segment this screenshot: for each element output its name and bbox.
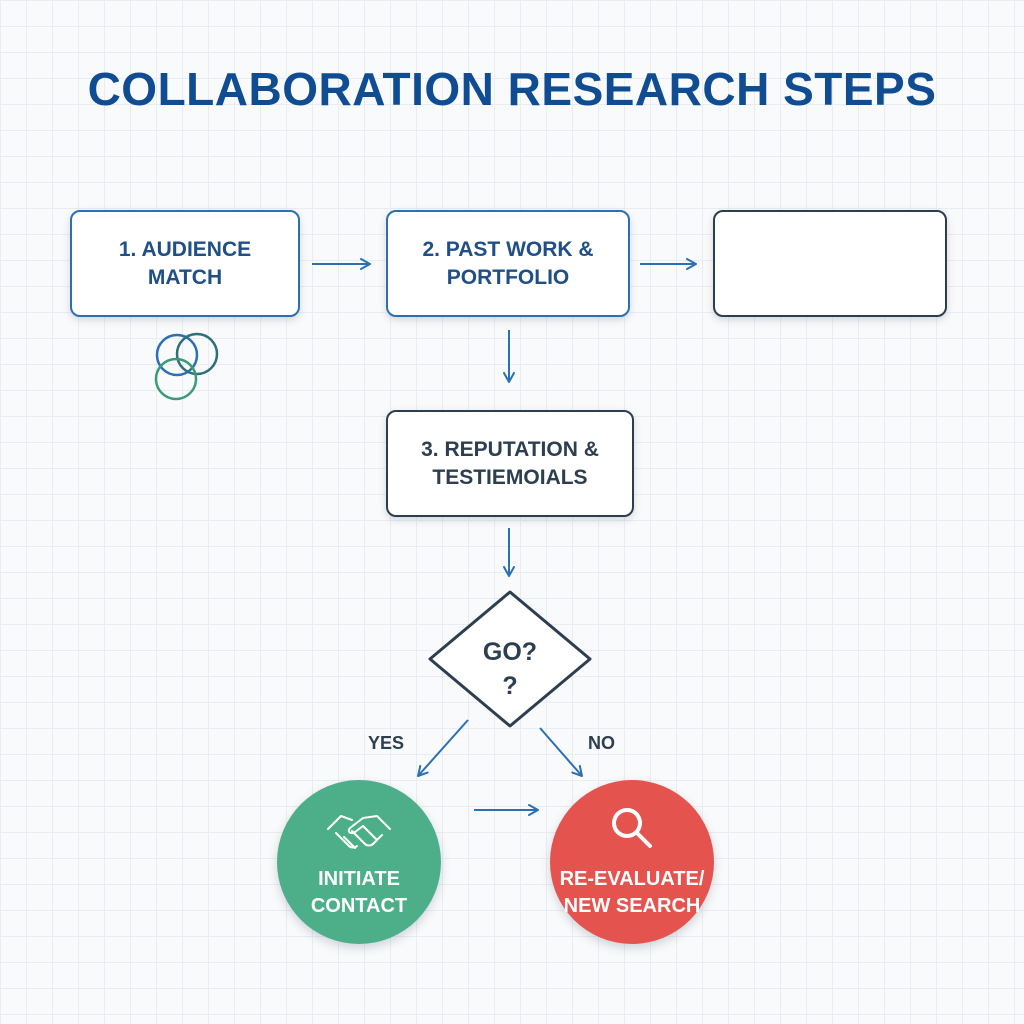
decision-diamond — [428, 590, 592, 728]
step-review-icons-box — [713, 210, 947, 317]
outcome-reevaluate-line2: NEW SEARCH — [563, 895, 701, 917]
handshake-icon — [327, 815, 391, 849]
outcome-initiate-line1: INITIATE — [318, 868, 400, 890]
step-past-work-line1: 2. PAST WORK & — [422, 237, 594, 261]
decision-line1: GO? — [482, 638, 538, 666]
step-past-work-line2: PORTFOLIO — [446, 265, 570, 289]
step-audience-match-line2: MATCH — [147, 265, 223, 289]
magnifier-icon — [612, 808, 652, 848]
branch-yes-label: YES — [368, 733, 405, 753]
step-reputation-line1: 3. REPUTATION & — [421, 437, 599, 461]
step-past-work-portfolio: 2. PAST WORK & PORTFOLIO — [386, 210, 630, 317]
venn-circles-icon — [154, 332, 219, 401]
arrow-decision-to-no — [539, 727, 583, 777]
outcome-reevaluate-line1: RE-EVALUATE/ — [559, 868, 705, 890]
decision-label: GO? ? — [430, 635, 590, 703]
step-reputation-testimonials: 3. REPUTATION & TESTIEMOIALS — [386, 410, 634, 517]
arrow-decision-to-yes — [417, 719, 469, 777]
outcome-initiate-contact: INITIATE CONTACT — [277, 780, 441, 944]
decision-line2: ? — [502, 672, 518, 700]
outcome-initiate-line2: CONTACT — [310, 895, 408, 917]
branch-no-label: NO — [588, 733, 615, 753]
step-audience-match: 1. AUDIENCE MATCH — [70, 210, 300, 317]
step-audience-match-line1: 1. AUDIENCE — [118, 237, 252, 261]
step-reputation-line2: TESTIEMOIALS — [432, 465, 588, 489]
outcome-reevaluate-new-search: RE-EVALUATE/ NEW SEARCH — [550, 780, 714, 944]
page-title: COLLABORATION RESEARCH STEPS — [87, 63, 937, 115]
